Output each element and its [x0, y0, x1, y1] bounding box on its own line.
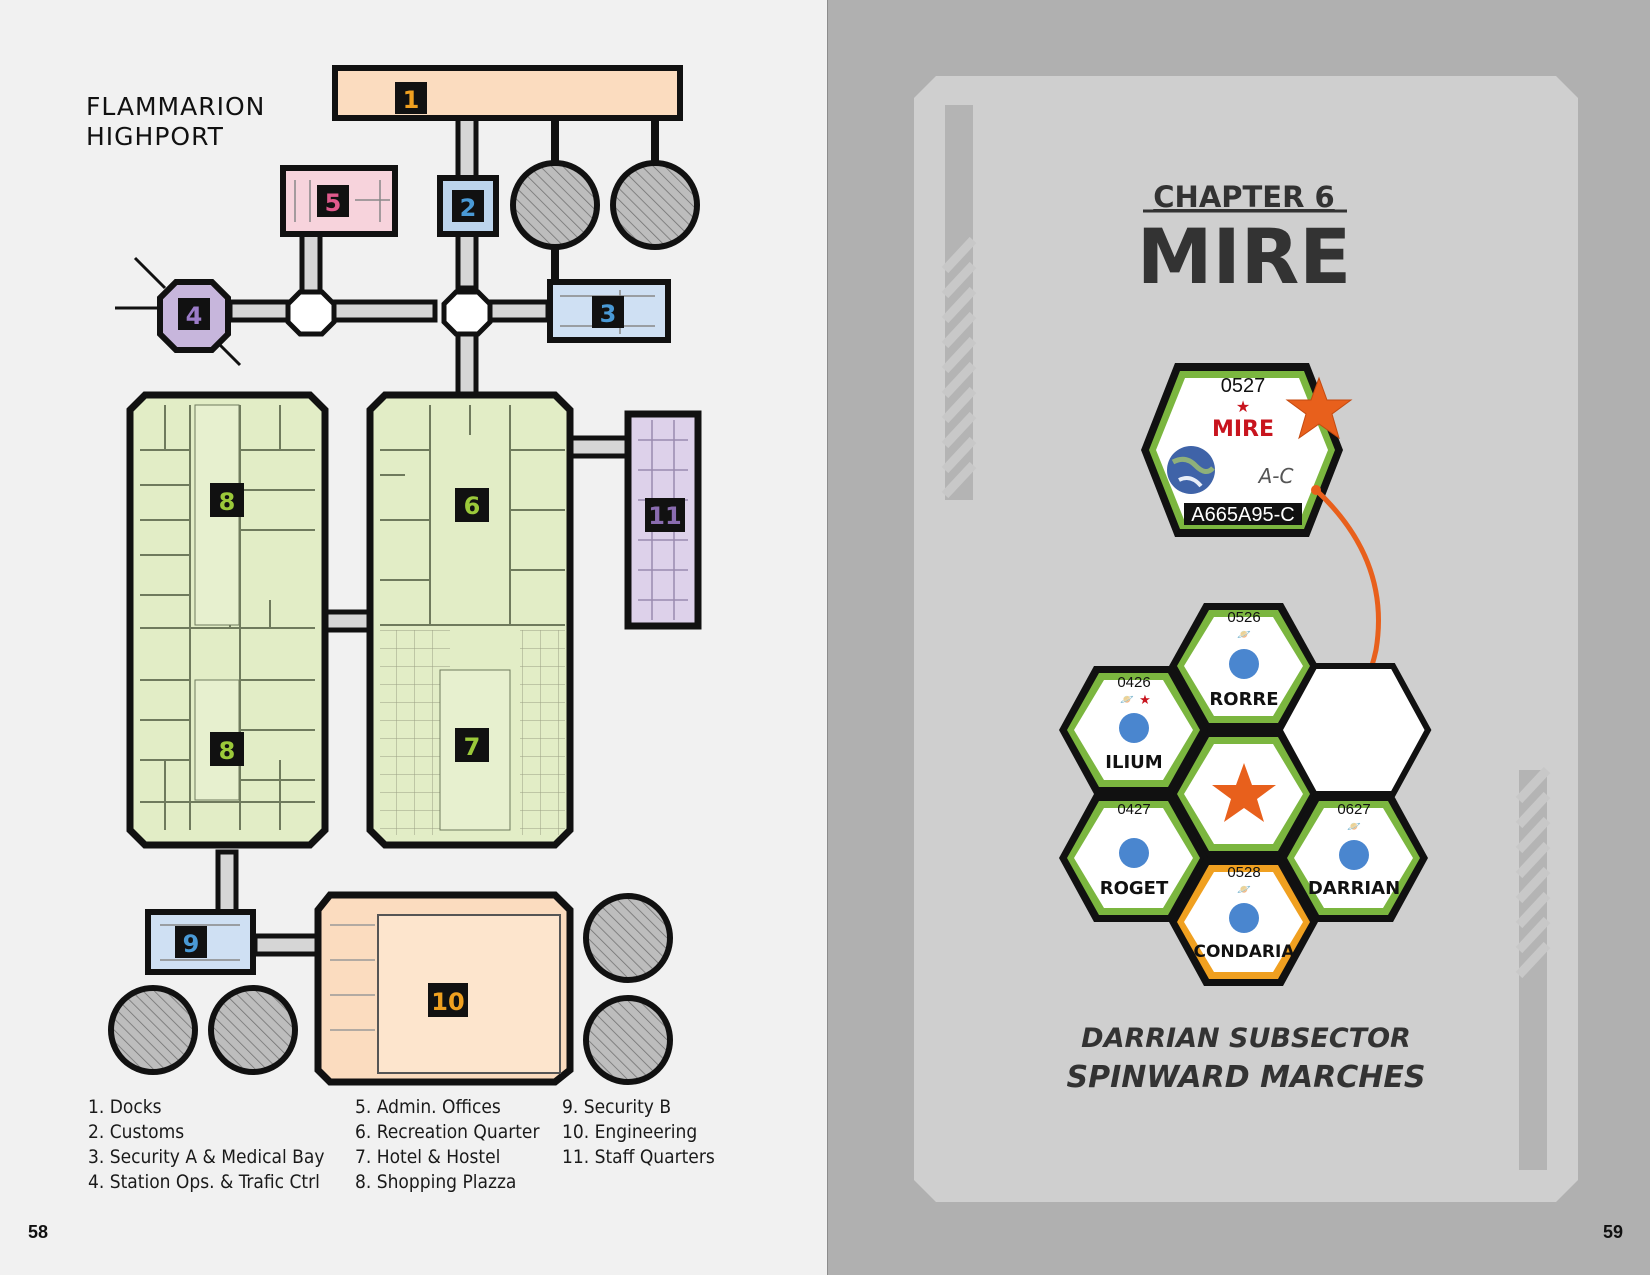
gas-giant-icon: 🪐	[1347, 820, 1361, 833]
room-label-5: 5	[325, 189, 342, 217]
page-number-left: 58	[28, 1222, 49, 1242]
world-hex-number: 0527	[1221, 375, 1266, 397]
star-icon-top	[1285, 376, 1353, 440]
page-number-right: 59	[1603, 1222, 1624, 1242]
room-staff-quarters: 11	[624, 410, 702, 630]
chapter-title: MIRE	[1137, 212, 1351, 301]
room-station-ops: 4	[115, 256, 242, 367]
hex-name-condaria: CONDARIA	[1194, 942, 1296, 962]
legend-item: 9. Security B	[562, 1096, 672, 1118]
room-label-3: 3	[600, 300, 617, 328]
legend-item: 3. Security A & Medical Bay	[88, 1146, 325, 1168]
legend-column-1: 1. Docks 2. Customs 3. Security A & Medi…	[88, 1095, 324, 1195]
hex-name-roget: ROGET	[1100, 878, 1169, 899]
legend-item: 8. Shopping Plazza	[355, 1171, 517, 1193]
highport-map: 1 5 2 3	[108, 65, 702, 1086]
gas-giant-icon: 🪐	[1237, 883, 1251, 896]
room-shopping-left: 8 8	[126, 391, 329, 849]
room-label-8b: 8	[219, 737, 236, 765]
left-page: FLAMMARION HIGHPORT	[28, 65, 715, 1242]
subsector-line1: DARRIAN SUBSECTOR	[1081, 1023, 1411, 1054]
room-label-7: 7	[464, 733, 481, 761]
room-label-10: 10	[431, 988, 464, 1016]
junctions	[285, 289, 493, 337]
world-hex-mire: 0527 ★ MIRE A-C A665A95-C	[1141, 363, 1343, 537]
red-star-icon: ★	[1139, 693, 1151, 708]
room-label-2: 2	[460, 194, 477, 222]
hex-number-0427: 0427	[1117, 801, 1150, 818]
red-star-icon: ★	[1236, 397, 1250, 416]
legend-item: 5. Admin. Offices	[355, 1096, 501, 1118]
planet-icon	[1119, 838, 1149, 868]
planet-icon	[1339, 840, 1369, 870]
room-recreation-hotel: 6 7	[366, 391, 574, 849]
legend-item: 6. Recreation Quarter	[355, 1121, 540, 1143]
room-security-b: 9	[145, 909, 256, 975]
room-engineering: 10	[314, 891, 574, 1086]
base-code: A-C	[1257, 464, 1294, 488]
legend-column-2: 5. Admin. Offices 6. Recreation Quarter …	[355, 1095, 539, 1195]
legend-item: 4. Station Ops. & Trafic Ctrl	[88, 1171, 320, 1193]
planet-icon	[1229, 903, 1259, 933]
gas-giant-icon: 🪐	[1237, 628, 1251, 641]
legend-item: 11. Staff Quarters	[562, 1146, 715, 1168]
room-label-1: 1	[403, 86, 420, 114]
hex-name-darrian: DARRIAN	[1308, 878, 1400, 899]
map-title-line1: FLAMMARION	[86, 92, 266, 121]
legend-column-3: 9. Security B 10. Engineering 11. Staff …	[562, 1095, 715, 1170]
map-title: FLAMMARION HIGHPORT	[86, 92, 265, 152]
hex-number-0627: 0627	[1337, 801, 1370, 818]
legend-item: 7. Hotel & Hostel	[355, 1146, 501, 1168]
uwp-code: A665A95-C	[1191, 504, 1294, 526]
room-admin: 5	[280, 165, 398, 237]
decor-stripes-left	[941, 236, 977, 499]
room-docks: 1	[332, 65, 683, 121]
hex-name-rorre: RORRE	[1209, 689, 1278, 710]
gas-giant-icon: 🪐	[1120, 693, 1134, 706]
room-label-4: 4	[186, 302, 203, 330]
hex-number-0426: 0426	[1117, 674, 1150, 691]
hex-name-ilium: ILIUM	[1105, 752, 1162, 773]
decor-stripes-right	[1515, 766, 1551, 979]
hex-number-0528: 0528	[1227, 864, 1260, 881]
legend-item: 10. Engineering	[562, 1121, 698, 1143]
map-title-line2: HIGHPORT	[86, 122, 224, 151]
room-label-8a: 8	[219, 488, 236, 516]
planet-icon	[1229, 649, 1259, 679]
room-label-6: 6	[464, 492, 481, 520]
hex-cluster: 0526 🪐 RORRE 0426 🪐 ★ ILIUM 0427 ROGET	[1059, 603, 1432, 986]
world-name: MIRE	[1212, 417, 1274, 442]
room-label-9: 9	[183, 930, 200, 958]
hex-number-0526: 0526	[1227, 609, 1260, 626]
chapter-label: CHAPTER 6	[1153, 180, 1334, 214]
subsector-line2: SPINWARD MARCHES	[1067, 1060, 1426, 1095]
right-page: CHAPTER 6 MIRE 0527 ★ MIRE A-C A665A95-C	[827, 0, 1650, 1275]
planet-icon	[1119, 713, 1149, 743]
room-security-a: 3	[547, 279, 671, 343]
star-icon-center	[1212, 763, 1276, 822]
legend-item: 1. Docks	[88, 1096, 162, 1118]
fuel-tanks-top	[510, 118, 700, 285]
chapter-panel: CHAPTER 6 MIRE 0527 ★ MIRE A-C A665A95-C	[914, 76, 1578, 1202]
room-customs: 2	[437, 175, 499, 237]
fuel-tanks-bottom	[108, 893, 673, 1085]
legend-item: 2. Customs	[88, 1121, 185, 1143]
room-label-11: 11	[648, 502, 681, 530]
